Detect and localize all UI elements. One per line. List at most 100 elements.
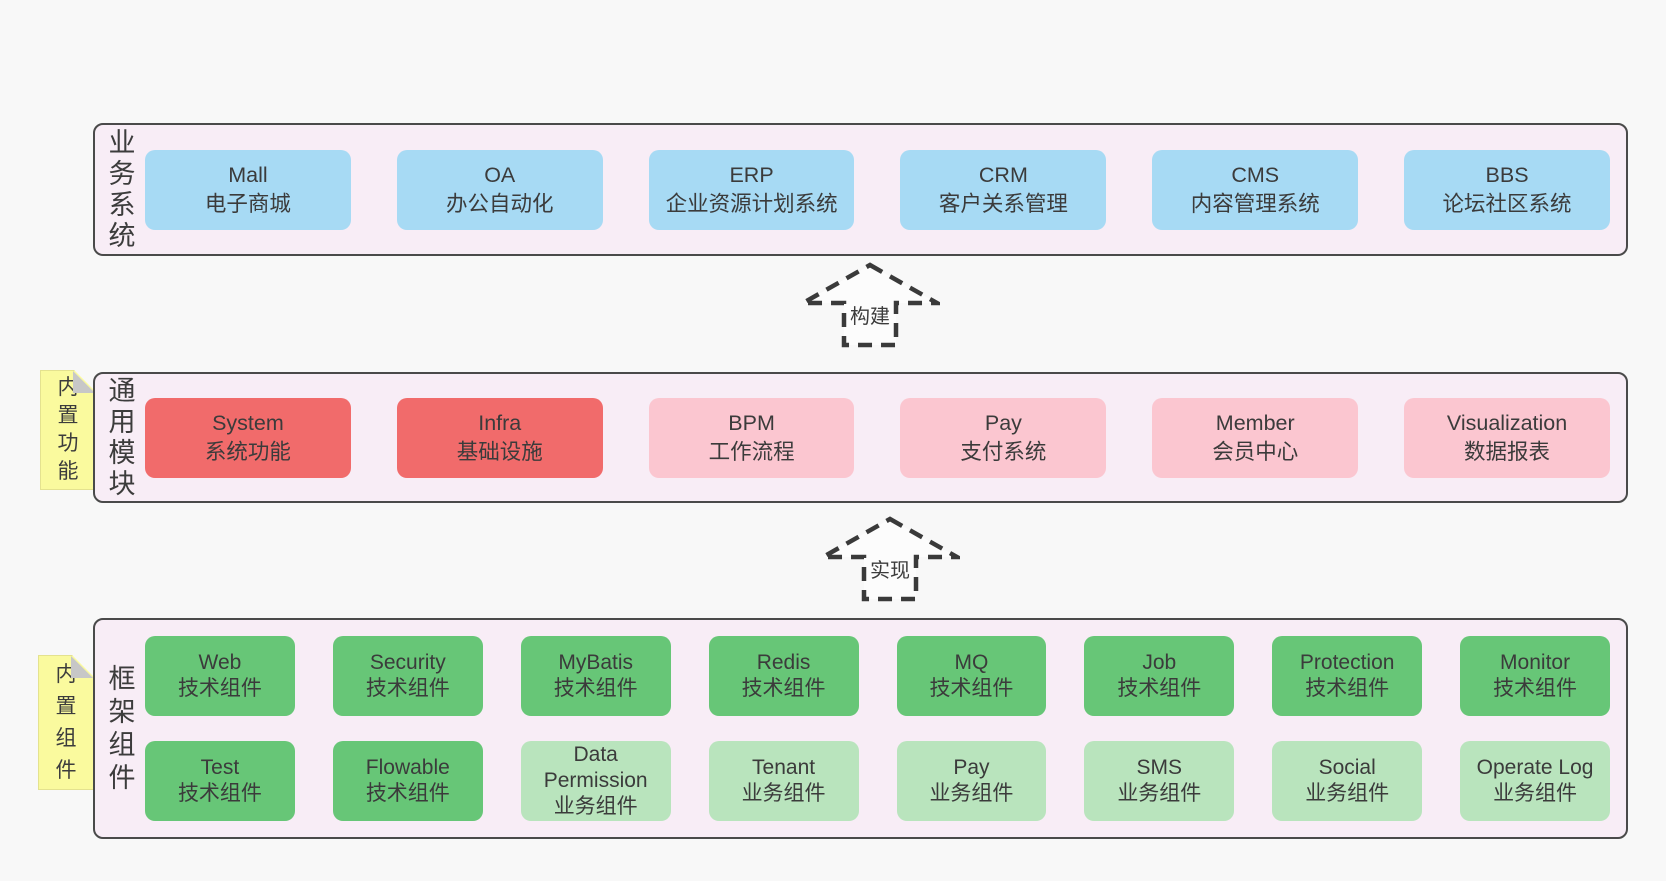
components-row-2: Test 技术组件 Flowable 技术组件 Data Permission …	[145, 741, 1610, 821]
box-member: Member 会员中心	[1152, 397, 1359, 478]
box-infra: Infra 基础设施	[396, 397, 603, 478]
box-desc: 技术组件	[741, 677, 826, 700]
box-desc: 会员中心	[1212, 439, 1299, 464]
box-name: SMS	[1136, 756, 1183, 779]
box-desc: 电子商城	[204, 191, 291, 216]
box-name: Redis	[756, 651, 811, 674]
box-oa: OA 办公自动化	[396, 149, 603, 230]
sticky-note-label: 内置组件	[55, 662, 77, 782]
build-arrow-icon: 构建	[800, 262, 940, 348]
box-desc: 工作流程	[708, 439, 795, 464]
sticky-note-built-in-components: 内置组件	[38, 655, 94, 790]
box-web: Web 技术组件	[145, 636, 295, 716]
box-name: ERP	[729, 162, 774, 187]
box-bbs: BBS 论坛社区系统	[1404, 149, 1610, 230]
box-desc: 客户关系管理	[938, 191, 1068, 216]
box-desc: 数据报表	[1464, 439, 1551, 464]
box-name: Monitor	[1500, 651, 1571, 674]
box-desc: 业务组件	[929, 782, 1014, 805]
box-name: MyBatis	[558, 651, 634, 674]
box-data-permission: Data Permission 业务组件	[520, 741, 671, 821]
box-name: BBS	[1485, 162, 1529, 187]
box-mybatis: MyBatis 技术组件	[520, 636, 671, 716]
panel-title-framework-components: 框架组件	[108, 663, 136, 793]
box-mall: Mall 电子商城	[145, 149, 351, 230]
box-mq: MQ 技术组件	[896, 636, 1047, 716]
box-pay-biz: Pay 业务组件	[896, 741, 1047, 821]
common-modules-row: System 系统功能 Infra 基础设施 BPM 工作流程 Pay 支付系统…	[145, 374, 1610, 501]
box-protection: Protection 技术组件	[1272, 636, 1423, 716]
box-name: Data Permission	[543, 743, 648, 792]
box-desc: 办公自动化	[445, 191, 554, 216]
box-desc: 技术组件	[365, 782, 450, 805]
box-name: CRM	[978, 162, 1028, 187]
box-flowable: Flowable 技术组件	[332, 741, 483, 821]
box-sms: SMS 业务组件	[1084, 741, 1235, 821]
box-erp: ERP 企业资源计划系统	[648, 149, 855, 230]
box-name: System	[212, 410, 284, 435]
box-desc: 技术组件	[177, 782, 262, 805]
box-desc: 基础设施	[456, 439, 543, 464]
box-desc: 技术组件	[1305, 677, 1390, 700]
box-visualization: Visualization 数据报表	[1404, 397, 1610, 478]
box-name: Pay	[953, 756, 990, 779]
box-desc: 技术组件	[929, 677, 1014, 700]
box-name: MQ	[954, 651, 989, 674]
box-desc: 业务组件	[1493, 782, 1578, 805]
implement-arrow-label: 实现	[867, 560, 913, 582]
box-system: System 系统功能	[145, 397, 351, 478]
box-name: OA	[484, 162, 516, 187]
box-name: Protection	[1299, 651, 1395, 674]
box-desc: 业务组件	[1305, 782, 1390, 805]
box-name: Operate Log	[1476, 756, 1594, 779]
box-operate-log: Operate Log 业务组件	[1460, 741, 1610, 821]
box-name: Infra	[478, 410, 522, 435]
box-redis: Redis 技术组件	[708, 636, 859, 716]
box-name: Job	[1142, 651, 1177, 674]
box-monitor: Monitor 技术组件	[1460, 636, 1610, 716]
box-test: Test 技术组件	[145, 741, 295, 821]
box-desc: 论坛社区系统	[1442, 191, 1572, 216]
box-name: Pay	[984, 410, 1022, 435]
box-desc: 系统功能	[204, 439, 291, 464]
box-name: BPM	[728, 410, 775, 435]
box-desc: 技术组件	[1117, 677, 1202, 700]
box-name: CMS	[1231, 162, 1280, 187]
box-desc: 技术组件	[1493, 677, 1578, 700]
box-desc: 技术组件	[553, 677, 638, 700]
box-name: Mall	[228, 162, 268, 187]
layer-business-systems: 业务系统 Mall 电子商城 OA 办公自动化 ERP 企业资源计划系统 CRM…	[93, 123, 1628, 256]
box-name: Flowable	[365, 756, 450, 779]
box-name: Web	[198, 651, 242, 674]
box-name: Visualization	[1446, 410, 1568, 435]
box-desc: 技术组件	[365, 677, 450, 700]
box-name: Test	[200, 756, 240, 779]
implement-arrow-icon: 实现	[820, 516, 960, 602]
box-desc: 业务组件	[741, 782, 826, 805]
box-desc: 业务组件	[1117, 782, 1202, 805]
layer-framework-components: 框架组件 Web 技术组件 Security 技术组件 MyBatis 技术组件…	[93, 618, 1628, 839]
box-desc: 内容管理系统	[1190, 191, 1320, 216]
box-pay: Pay 支付系统	[900, 397, 1107, 478]
framework-components-grid: Web 技术组件 Security 技术组件 MyBatis 技术组件 Redi…	[145, 620, 1610, 837]
layer-common-modules: 通用模块 System 系统功能 Infra 基础设施 BPM 工作流程 Pay…	[93, 372, 1628, 503]
box-desc: 支付系统	[960, 439, 1047, 464]
box-desc: 企业资源计划系统	[665, 191, 838, 216]
build-arrow-label: 构建	[847, 306, 893, 328]
panel-title-business-systems: 业务系统	[108, 127, 136, 251]
box-crm: CRM 客户关系管理	[900, 149, 1107, 230]
components-row-1: Web 技术组件 Security 技术组件 MyBatis 技术组件 Redi…	[145, 636, 1610, 716]
box-social: Social 业务组件	[1272, 741, 1423, 821]
panel-title-common-modules: 通用模块	[108, 375, 136, 499]
box-tenant: Tenant 业务组件	[708, 741, 859, 821]
sticky-note-built-in-features: 内置功能	[40, 370, 96, 490]
box-security: Security 技术组件	[332, 636, 483, 716]
box-job: Job 技术组件	[1084, 636, 1235, 716]
box-desc: 技术组件	[177, 677, 262, 700]
box-name: Security	[369, 651, 446, 674]
box-cms: CMS 内容管理系统	[1152, 149, 1359, 230]
box-name: Social	[1318, 756, 1376, 779]
business-systems-row: Mall 电子商城 OA 办公自动化 ERP 企业资源计划系统 CRM 客户关系…	[145, 125, 1610, 254]
box-name: Tenant	[752, 756, 816, 779]
